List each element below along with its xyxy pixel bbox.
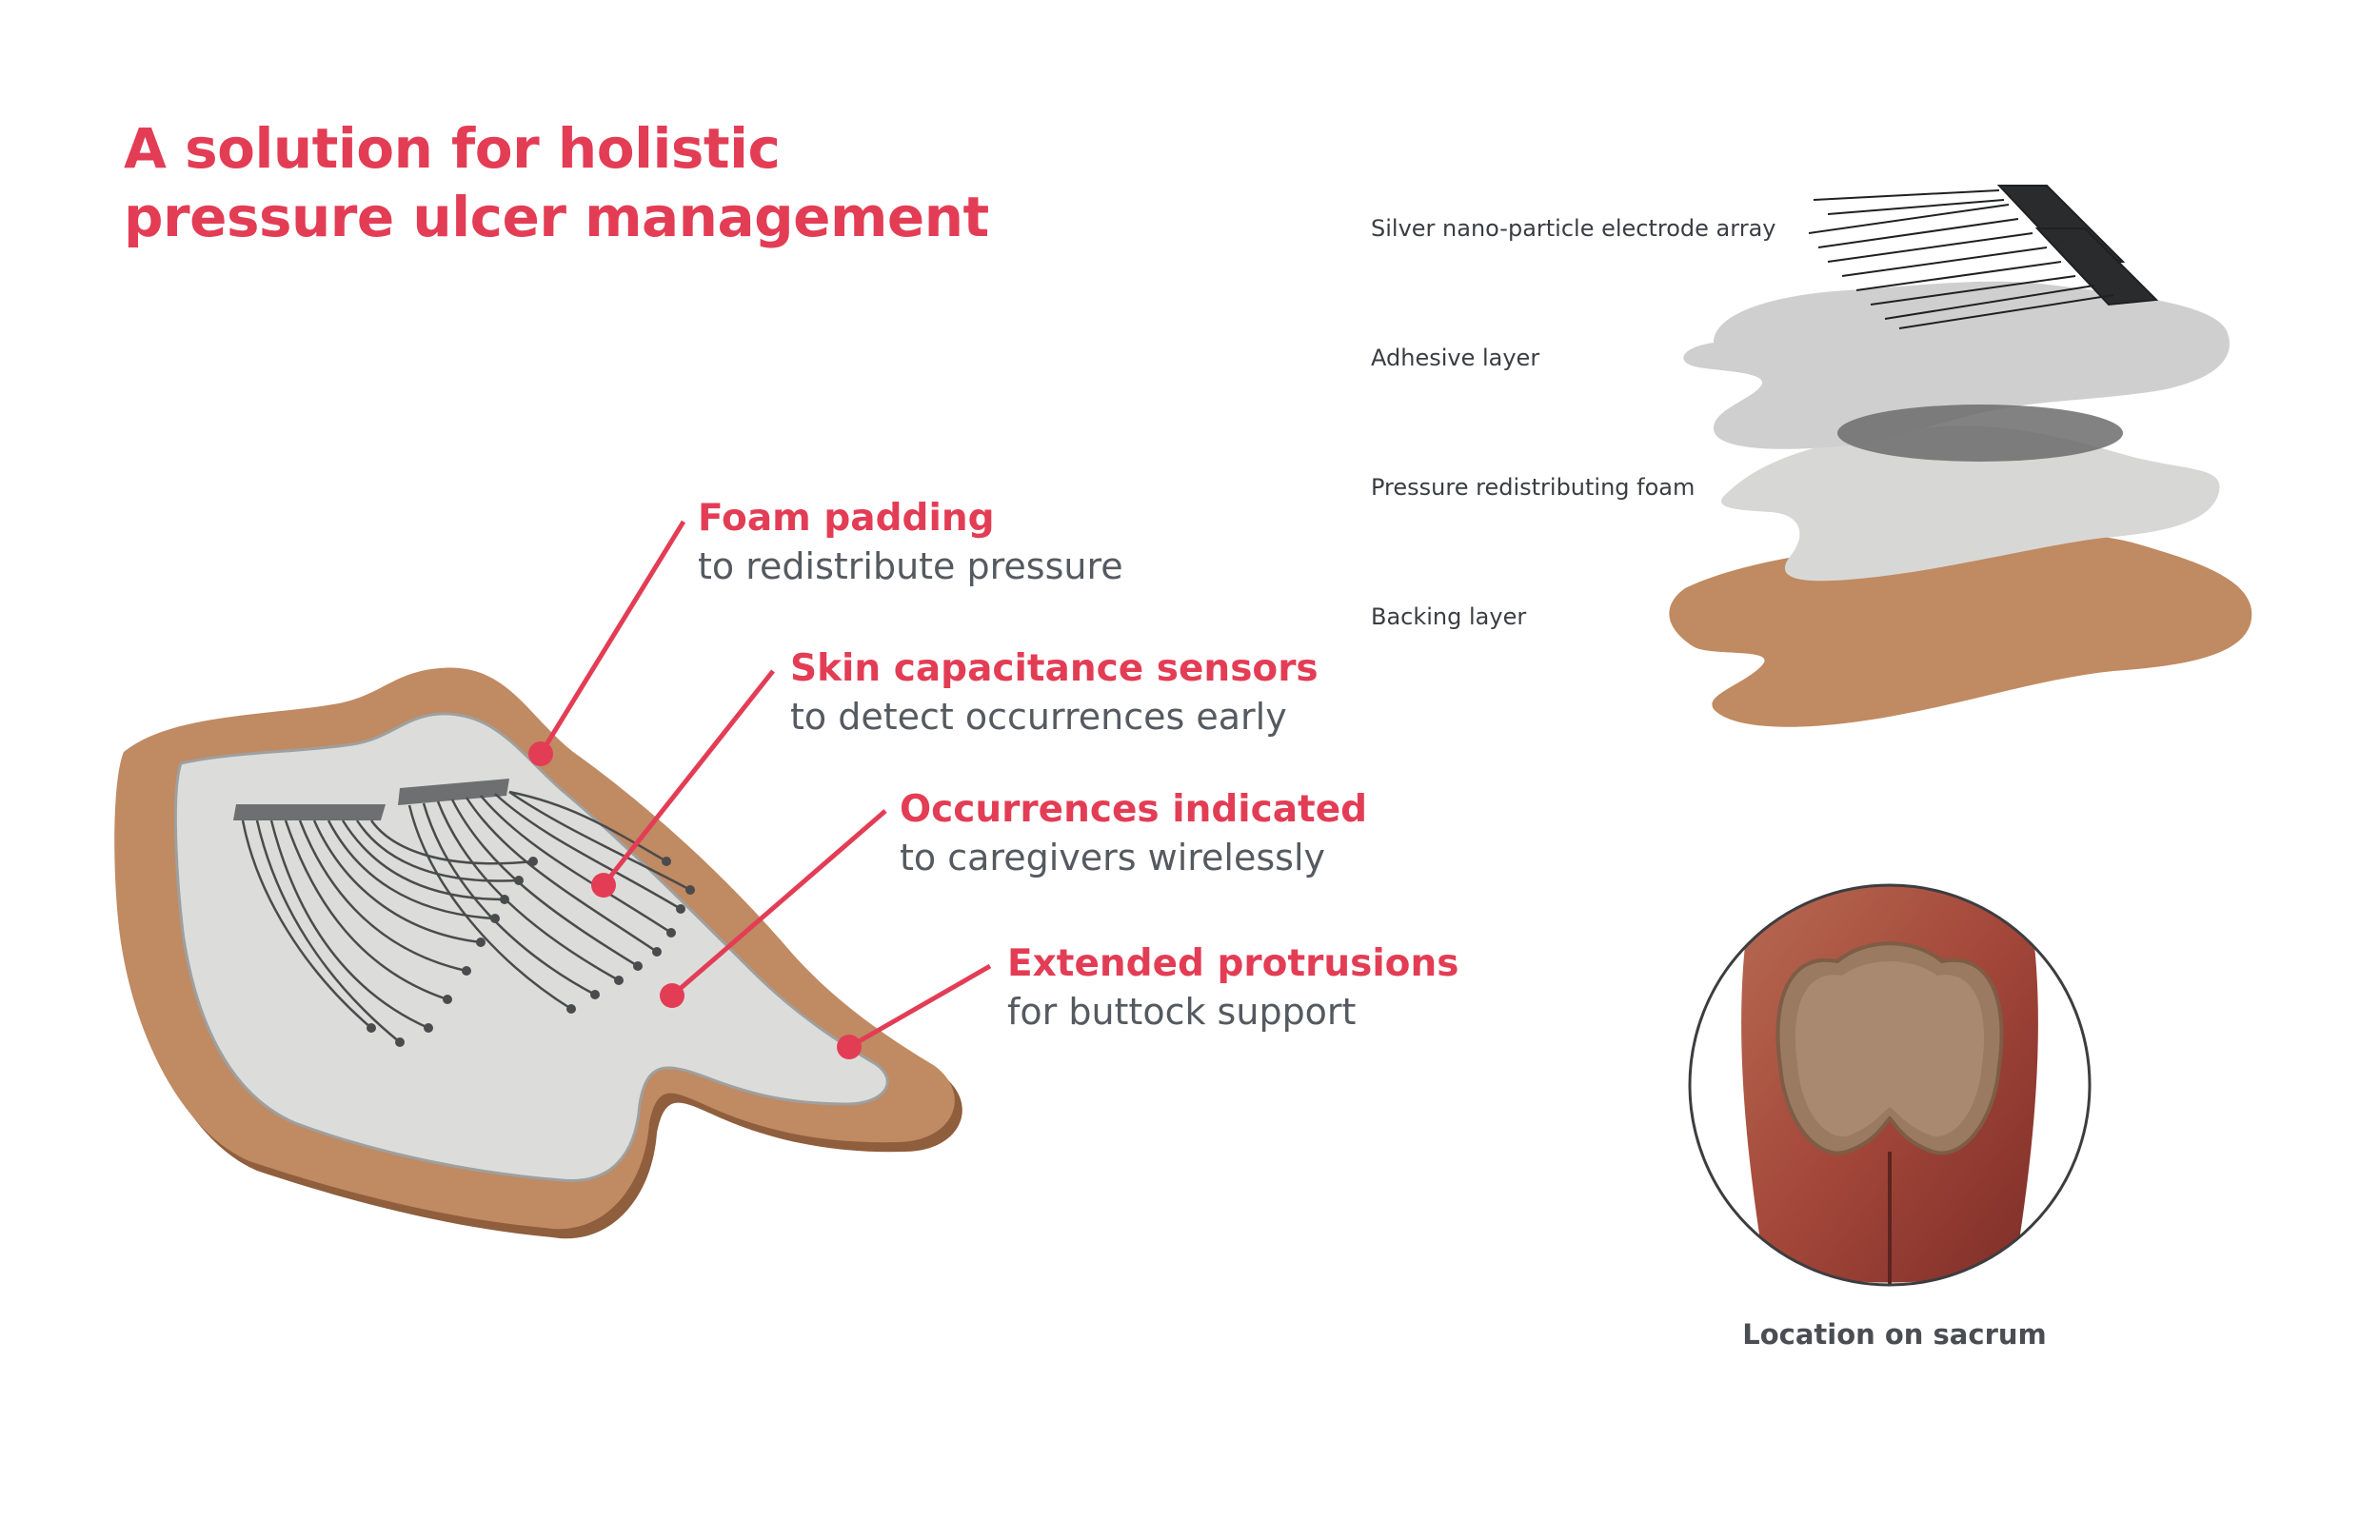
page-title: A solution for holistic pressure ulcer m… <box>124 114 989 251</box>
dot-foam <box>528 741 553 766</box>
exploded-foam <box>1721 425 2220 582</box>
title-line-1: A solution for holistic <box>124 116 781 181</box>
sacrum-caption: Location on sacrum <box>1742 1318 2047 1351</box>
dot-protrusions <box>837 1035 862 1059</box>
exploded-adhesive <box>1683 281 2230 449</box>
layer-label-electrode-array: Silver nano-particle electrode array <box>1371 215 1776 242</box>
callout-occurrences-indicated: Occurrences indicated to caregivers wire… <box>900 786 1367 881</box>
exploded-electrode-array <box>1808 185 2159 329</box>
exploded-layers <box>1669 185 2252 727</box>
connector-bar-right <box>398 779 509 805</box>
sacrum-circle-frame <box>1688 883 2092 1287</box>
exploded-backing <box>1669 532 2252 727</box>
sacrum-dressing-inner <box>1795 961 1985 1137</box>
leader-indicated <box>670 809 887 997</box>
callout-sensors-heading: Skin capacitance sensors <box>790 647 1319 690</box>
callout-indicated-text: to caregivers wirelessly <box>900 837 1326 879</box>
layer-label-adhesive: Adhesive layer <box>1371 345 1540 371</box>
layer-label-foam: Pressure redistributing foam <box>1371 474 1696 501</box>
callout-indicated-heading: Occurrences indicated <box>900 788 1368 831</box>
callout-dots <box>528 741 862 1059</box>
connector-bar-left <box>233 804 386 820</box>
foam-layer-shape <box>173 712 889 1183</box>
dot-sensors <box>591 873 616 898</box>
leader-sensors <box>602 669 775 887</box>
sensor-points <box>367 857 695 1047</box>
dot-indicated <box>660 983 684 1008</box>
exploded-sensor-shadow <box>1837 405 2123 462</box>
callout-foam-heading: Foam padding <box>698 497 995 540</box>
title-line-2: pressure ulcer management <box>124 185 989 249</box>
callout-protrusions-heading: Extended protrusions <box>1007 942 1459 985</box>
callout-leaders <box>538 520 992 1050</box>
callout-protrusions-text: for buttock support <box>1007 991 1357 1033</box>
leader-protrusions <box>847 963 992 1050</box>
callout-skin-sensors: Skin capacitance sensors to detect occur… <box>790 645 1319 740</box>
callout-foam-text: to redistribute pressure <box>698 545 1123 587</box>
sacrum-illustration <box>1688 883 2092 1287</box>
callout-extended-protrusions: Extended protrusions for buttock support <box>1007 940 1458 1036</box>
leader-foam <box>538 520 686 756</box>
callout-foam-padding: Foam padding to redistribute pressure <box>698 495 1123 590</box>
callout-sensors-text: to detect occurrences early <box>790 696 1287 738</box>
layer-label-backing: Backing layer <box>1371 603 1527 630</box>
dressing-illustration <box>114 667 962 1239</box>
